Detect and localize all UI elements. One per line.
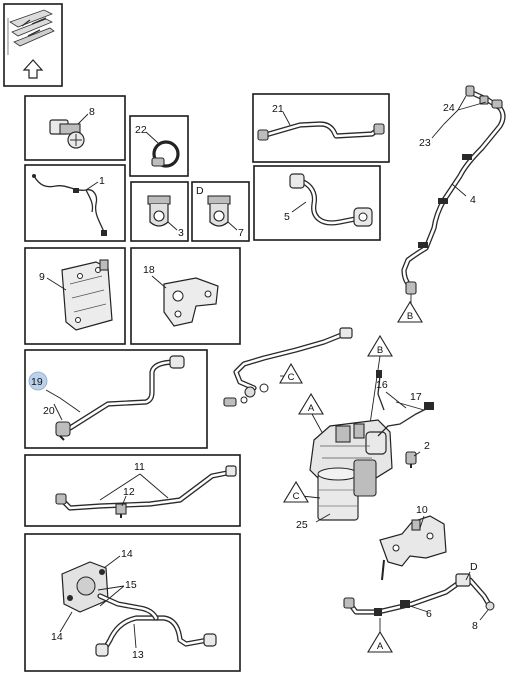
part-box-13[interactable]: 14 15 14 13 xyxy=(24,533,241,672)
fuel-line-illustration xyxy=(55,465,237,518)
ref-letter-b-filter: B xyxy=(377,345,383,356)
callout-21: 21 xyxy=(272,103,284,115)
ref-letter-c: C xyxy=(288,372,295,383)
bracket-clip-illustration xyxy=(207,195,231,227)
fuel-pipe-6-assembly[interactable]: 10 D 6 8 A xyxy=(343,504,495,653)
callout-4: 4 xyxy=(470,194,476,206)
callout-15: 15 xyxy=(125,579,137,591)
callout-12: 12 xyxy=(123,486,135,498)
callout-3: 3 xyxy=(178,227,184,239)
callout-8: 8 xyxy=(89,106,95,118)
mounting-bracket-illustration xyxy=(163,277,219,327)
callout-7: 7 xyxy=(238,227,244,239)
ref-letter-a: A xyxy=(308,403,315,414)
callout-highlight xyxy=(28,371,48,391)
drain-plug-illustration xyxy=(405,451,417,468)
part-box-7[interactable]: D 7 xyxy=(191,181,250,242)
part-box-3[interactable]: 3 xyxy=(130,181,189,242)
bracket-10-illustration xyxy=(379,515,447,581)
overview-thumbnail-button[interactable] xyxy=(3,3,63,87)
fuel-pipe-4[interactable]: 24 23 4 B xyxy=(397,85,506,323)
callout-16: 16 xyxy=(376,379,388,391)
overview-thumbnail-icon xyxy=(7,9,55,55)
callout-6: 6 xyxy=(426,608,432,620)
ref-letter-a-bottom: A xyxy=(377,641,384,652)
letter-d-box: D xyxy=(196,185,204,197)
letter-d-main: D xyxy=(470,561,478,573)
ref-letter-c-filter: C xyxy=(293,491,300,502)
callout-8b: 8 xyxy=(472,620,478,632)
fuel-pipe-c[interactable]: C xyxy=(223,327,353,407)
callout-10: 10 xyxy=(416,504,428,516)
fuel-pump-assembly-illustration xyxy=(61,561,217,657)
banjo-bolt-assembly xyxy=(223,383,269,407)
bracket-plate-illustration xyxy=(61,259,113,331)
callout-2: 2 xyxy=(424,440,430,452)
clamp-illustration xyxy=(151,140,180,168)
callout-20: 20 xyxy=(43,405,55,417)
callout-22: 22 xyxy=(135,124,147,136)
part-box-9[interactable]: 9 xyxy=(24,247,126,345)
fuel-pipe-illustration xyxy=(55,355,185,441)
callout-14b: 14 xyxy=(51,631,63,643)
part-box-19[interactable]: 19 20 xyxy=(24,349,208,449)
part-box-8[interactable]: 8 xyxy=(24,95,126,161)
callout-1: 1 xyxy=(99,175,105,187)
part-box-5[interactable]: 5 xyxy=(253,165,381,241)
fuel-pipe-6-illustration xyxy=(343,573,495,616)
part-box-21[interactable]: 21 xyxy=(252,93,390,163)
fitting-illustration xyxy=(49,119,85,149)
callout-11: 11 xyxy=(134,461,145,473)
part-box-22[interactable]: 22 xyxy=(129,115,189,177)
callout-19: 19 xyxy=(31,376,43,388)
callout-13: 13 xyxy=(132,649,144,661)
fuel-pipe-illustration xyxy=(257,121,385,141)
up-arrow-icon xyxy=(22,59,44,79)
sensor-cable-illustration xyxy=(376,370,434,437)
ref-triangle-a xyxy=(298,392,324,415)
filter-head-illustration xyxy=(309,419,393,521)
ref-triangle-c xyxy=(279,362,303,384)
callout-5: 5 xyxy=(284,211,290,223)
callout-18: 18 xyxy=(143,264,155,276)
return-pipe-illustration xyxy=(289,173,373,227)
callout-9: 9 xyxy=(39,271,45,283)
ref-triangle-c-filter xyxy=(283,480,309,503)
callout-23: 23 xyxy=(419,137,431,149)
callout-24: 24 xyxy=(443,102,455,114)
ref-triangle-b xyxy=(397,300,423,323)
callout-14a: 14 xyxy=(121,548,133,560)
part-box-18[interactable]: 18 xyxy=(130,247,241,345)
ref-triangle-a-bottom xyxy=(367,630,393,653)
ref-letter-b: B xyxy=(407,311,413,322)
callout-25: 25 xyxy=(296,519,308,531)
part-box-1[interactable]: 1 xyxy=(24,164,126,242)
bracket-clip-illustration xyxy=(147,195,171,227)
fuel-filter-assembly[interactable]: A B 16 17 C 25 xyxy=(283,334,434,531)
part-box-11[interactable]: 11 12 xyxy=(24,454,241,527)
callout-17: 17 xyxy=(410,391,422,403)
